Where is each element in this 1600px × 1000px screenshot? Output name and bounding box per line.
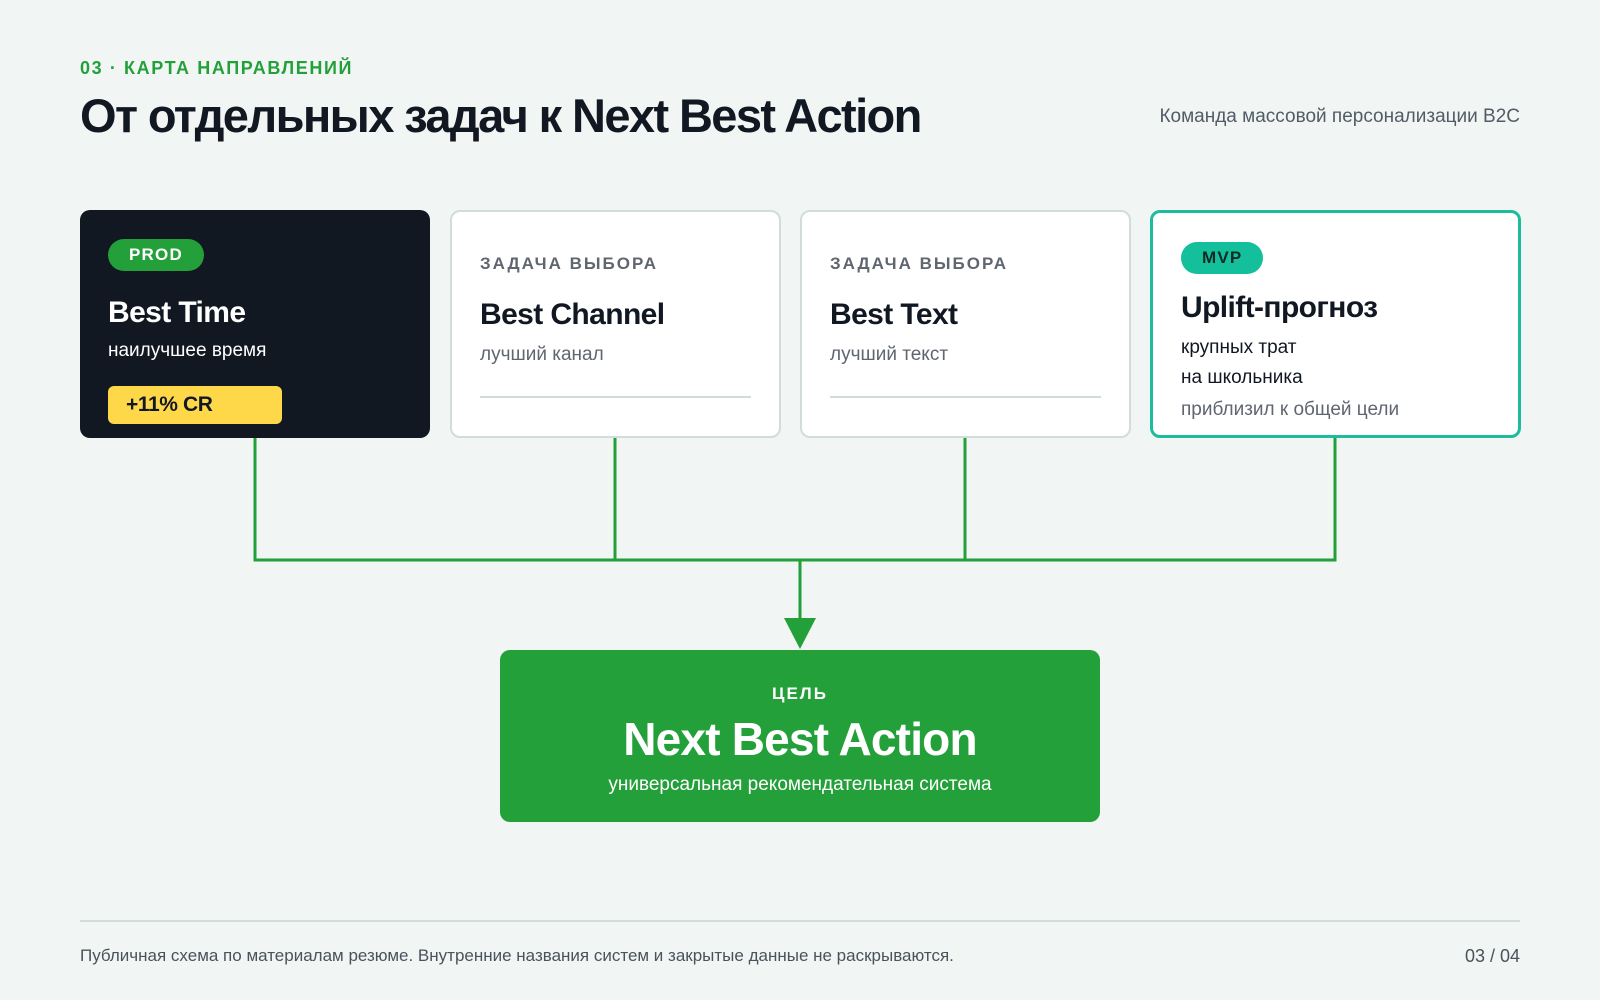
card-divider — [480, 396, 751, 398]
card-title: Uplift-прогноз — [1181, 291, 1378, 324]
footer-divider — [80, 920, 1520, 922]
team-name: Команда массовой персонализации B2C — [1159, 106, 1520, 127]
goal-kicker: ЦЕЛЬ — [772, 684, 828, 703]
prod-badge: PROD — [108, 239, 204, 271]
card-best-text: ЗАДАЧА ВЫБОРА Best Text лучший текст — [800, 210, 1131, 438]
goal-box: ЦЕЛЬ Next Best Action универсальная реко… — [500, 650, 1100, 822]
goal-subtitle: универсальная рекомендательная система — [608, 774, 992, 795]
card-kicker: ЗАДАЧА ВЫБОРА — [830, 254, 1009, 273]
card-divider — [830, 396, 1101, 398]
card-subtitle: наилучшее время — [108, 340, 267, 361]
slide-title: От отдельных задач к Next Best Action — [80, 89, 922, 142]
slide-eyebrow: 03 · КАРТА НАПРАВЛЕНИЙ — [80, 58, 354, 78]
arrow-head — [784, 618, 816, 649]
card-desc-line: на школьника — [1181, 367, 1303, 388]
card-uplift: MVP Uplift-прогноз крупных трат на школь… — [1150, 210, 1521, 438]
card-kicker: ЗАДАЧА ВЫБОРА — [480, 254, 659, 273]
card-subtitle: лучший канал — [480, 344, 604, 365]
card-best-time: PROD Best Time наилучшее время +11% CR — [80, 210, 430, 438]
card-best-channel: ЗАДАЧА ВЫБОРА Best Channel лучший канал — [450, 210, 781, 438]
page-counter: 03 / 04 — [1464, 946, 1520, 966]
footer-note: Публичная схема по материалам резюме. Вн… — [80, 946, 954, 965]
mvp-badge: MVP — [1181, 242, 1264, 274]
goal-title: Next Best Action — [623, 713, 977, 765]
card-title: Best Text — [830, 298, 958, 331]
card-title: Best Channel — [480, 298, 665, 331]
card-subtitle: лучший текст — [830, 344, 949, 365]
card-desc-line: крупных трат — [1181, 337, 1297, 358]
metric-badge: +11% CR — [108, 386, 282, 424]
card-title: Best Time — [108, 296, 246, 329]
card-desc-note: приблизил к общей цели — [1181, 399, 1400, 420]
